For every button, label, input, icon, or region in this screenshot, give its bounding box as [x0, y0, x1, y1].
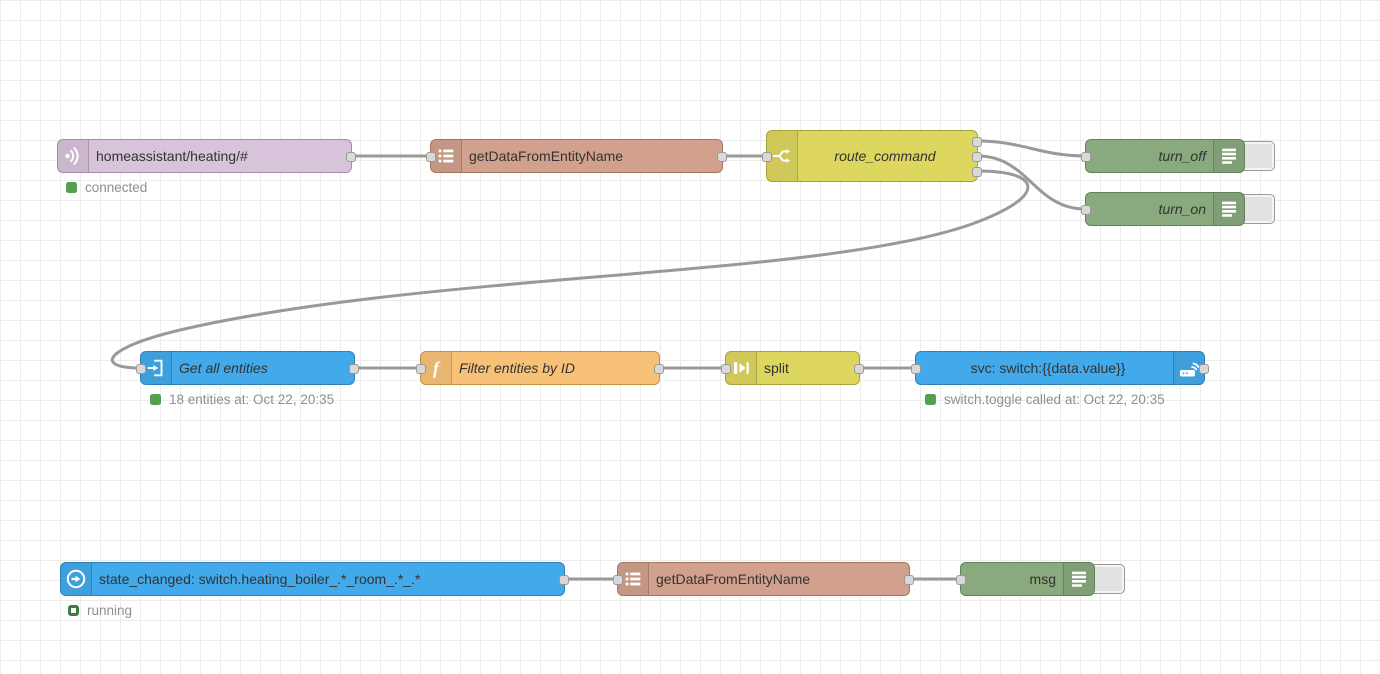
output-port[interactable] [717, 152, 727, 162]
status-text: running [87, 603, 133, 618]
node-debug-msg[interactable]: msg [956, 562, 1095, 596]
status-dot-green [66, 182, 77, 193]
list-template-icon [431, 140, 462, 172]
node-filter-entities[interactable]: f Filter entities by ID [416, 351, 664, 385]
node-getdata-1[interactable]: getDataFromEntityName [426, 139, 727, 173]
debug-list-icon [1213, 140, 1244, 172]
node-split[interactable]: split [721, 351, 864, 385]
node-debug-turnon-wrap: turn_on [1081, 192, 1275, 226]
node-label: msg [1029, 571, 1056, 587]
output-port-2[interactable] [972, 152, 982, 162]
output-port[interactable] [346, 152, 356, 162]
debug-list-icon [1063, 563, 1094, 595]
node-label: route_command [834, 148, 936, 164]
input-port[interactable] [721, 364, 731, 374]
node-getdata-2[interactable]: getDataFromEntityName [613, 562, 914, 596]
wire-route-to-turnoff[interactable] [976, 139, 1087, 158]
status-dot-green [925, 394, 936, 405]
input-port[interactable] [762, 152, 772, 162]
node-mqtt-in[interactable]: homeassistant/heating/# [57, 139, 356, 173]
node-get-all-entities[interactable]: Get all entities [136, 351, 359, 385]
node-status-service: switch.toggle called at: Oct 22, 20:35 [925, 392, 1165, 407]
node-debug-msg-wrap: msg [956, 562, 1125, 596]
output-port-1[interactable] [972, 137, 982, 147]
node-label: split [764, 360, 789, 376]
document-arrow-icon [141, 352, 172, 384]
input-port[interactable] [1081, 152, 1091, 162]
split-icon [726, 352, 757, 384]
status-ring-green [68, 605, 79, 616]
node-label: turn_off [1158, 148, 1206, 164]
input-port[interactable] [911, 364, 921, 374]
status-text: switch.toggle called at: Oct 22, 20:35 [944, 392, 1165, 407]
circle-arrow-icon [61, 563, 92, 595]
node-status-state: running [68, 603, 132, 618]
broadcast-icon [58, 140, 89, 172]
status-text: 18 entities at: Oct 22, 20:35 [169, 392, 335, 407]
node-label: state_changed: switch.heating_boiler_.*_… [99, 571, 421, 587]
list-template-icon [618, 563, 649, 595]
node-route-command[interactable]: route_command [762, 130, 982, 182]
output-port[interactable] [559, 575, 569, 585]
switch-fork-icon [767, 131, 798, 181]
node-call-service[interactable]: svc: switch:{{data.value}} [911, 351, 1209, 385]
wire-route-to-turnon[interactable] [976, 154, 1087, 211]
node-debug-turnoff[interactable]: turn_off [1081, 139, 1245, 173]
node-label: svc: switch:{{data.value}} [970, 360, 1126, 376]
output-port[interactable] [904, 575, 914, 585]
input-port[interactable] [956, 575, 966, 585]
status-text: connected [85, 180, 148, 195]
output-port[interactable] [349, 364, 359, 374]
node-label: Get all entities [179, 360, 268, 376]
input-port[interactable] [426, 152, 436, 162]
debug-list-icon [1213, 193, 1244, 225]
node-debug-turnon[interactable]: turn_on [1081, 192, 1245, 226]
node-status-getall: 18 entities at: Oct 22, 20:35 [150, 392, 334, 407]
node-label: turn_on [1158, 201, 1206, 217]
output-port[interactable] [1199, 364, 1209, 374]
wire-route-to-getall[interactable] [110, 169, 1030, 370]
node-status-mqtt: connected [66, 180, 147, 195]
output-port[interactable] [654, 364, 664, 374]
node-label: homeassistant/heating/# [96, 148, 248, 164]
input-port[interactable] [416, 364, 426, 374]
node-state-changed[interactable]: state_changed: switch.heating_boiler_.*_… [60, 562, 569, 596]
node-label: getDataFromEntityName [469, 148, 624, 164]
node-label: getDataFromEntityName [656, 571, 811, 587]
function-f-icon: f [421, 352, 452, 384]
input-port[interactable] [1081, 205, 1091, 215]
node-label: Filter entities by ID [459, 360, 575, 376]
input-port[interactable] [613, 575, 623, 585]
output-port[interactable] [854, 364, 864, 374]
device-antenna-icon [1173, 352, 1204, 384]
status-dot-green [150, 394, 161, 405]
input-port[interactable] [136, 364, 146, 374]
output-port-3[interactable] [972, 167, 982, 177]
node-debug-turnoff-wrap: turn_off [1081, 139, 1275, 173]
